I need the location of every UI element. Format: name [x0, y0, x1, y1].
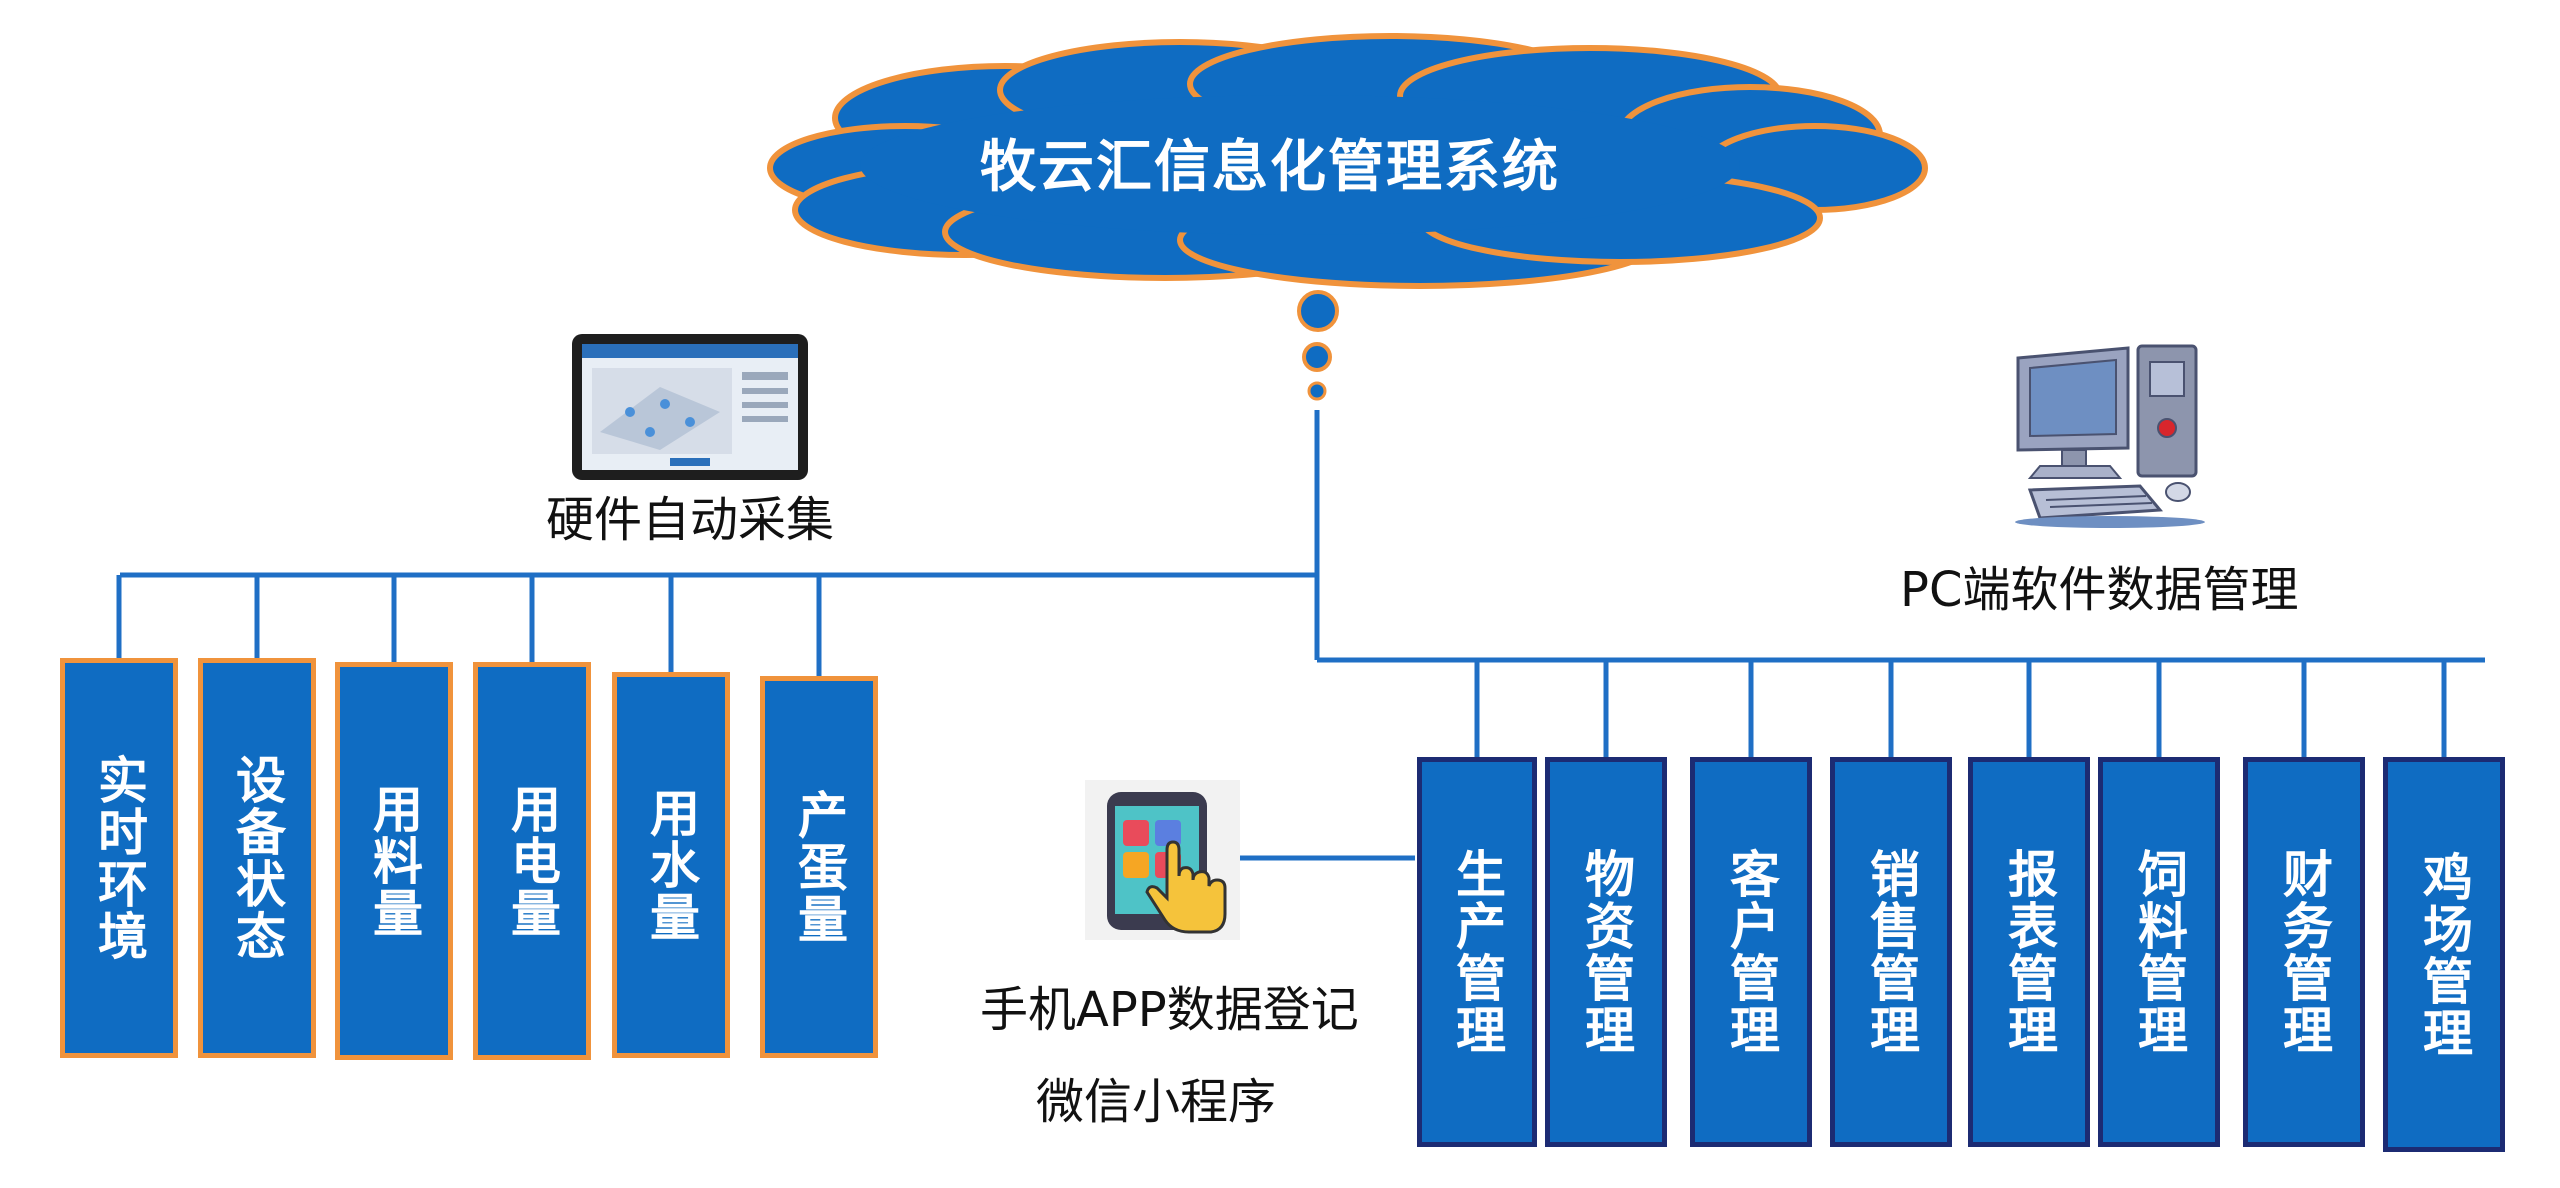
- module-box: 物资管理: [1545, 757, 1667, 1147]
- module-label: 物资管理: [1577, 848, 1635, 1056]
- module-box: 饲料管理: [2098, 757, 2220, 1147]
- system-title: 牧云汇信息化管理系统: [980, 135, 1560, 200]
- module-label: 客户管理: [1722, 848, 1780, 1056]
- module-label: 产蛋量: [790, 789, 848, 945]
- module-box: 产蛋量: [760, 676, 878, 1058]
- module-label: 用水量: [642, 787, 700, 943]
- module-label: 报表管理: [2000, 848, 2058, 1056]
- module-box: 生产管理: [1417, 757, 1537, 1147]
- module-box: 用料量: [335, 662, 453, 1060]
- desktop-computer-icon: [2015, 344, 2205, 528]
- mobile-subcaption: 微信小程序: [1036, 1074, 1277, 1130]
- module-label: 实时环境: [90, 754, 148, 962]
- module-box: 实时环境: [60, 658, 178, 1058]
- module-box: 用电量: [473, 662, 591, 1060]
- module-label: 销售管理: [1862, 848, 1920, 1056]
- module-label: 用料量: [365, 783, 423, 939]
- module-box: 客户管理: [1690, 757, 1812, 1147]
- tablet-dashboard-icon: [572, 334, 808, 480]
- module-box: 报表管理: [1968, 757, 2090, 1147]
- module-label: 用电量: [503, 783, 561, 939]
- module-box: 财务管理: [2243, 757, 2365, 1147]
- module-box: 设备状态: [198, 658, 316, 1058]
- module-label: 生产管理: [1448, 848, 1506, 1056]
- hardware-caption: 硬件自动采集: [546, 492, 835, 548]
- module-box: 鸡场管理: [2383, 757, 2505, 1152]
- mobile-caption: 手机APP数据登记: [980, 982, 1359, 1038]
- module-label: 鸡场管理: [2415, 850, 2473, 1059]
- module-label: 财务管理: [2275, 848, 2333, 1056]
- module-label: 饲料管理: [2130, 848, 2188, 1056]
- module-label: 设备状态: [228, 754, 286, 962]
- module-box: 销售管理: [1830, 757, 1952, 1147]
- module-box: 用水量: [612, 672, 730, 1058]
- pc-caption: PC端软件数据管理: [1900, 562, 2299, 618]
- phone-tap-icon: [1085, 780, 1240, 940]
